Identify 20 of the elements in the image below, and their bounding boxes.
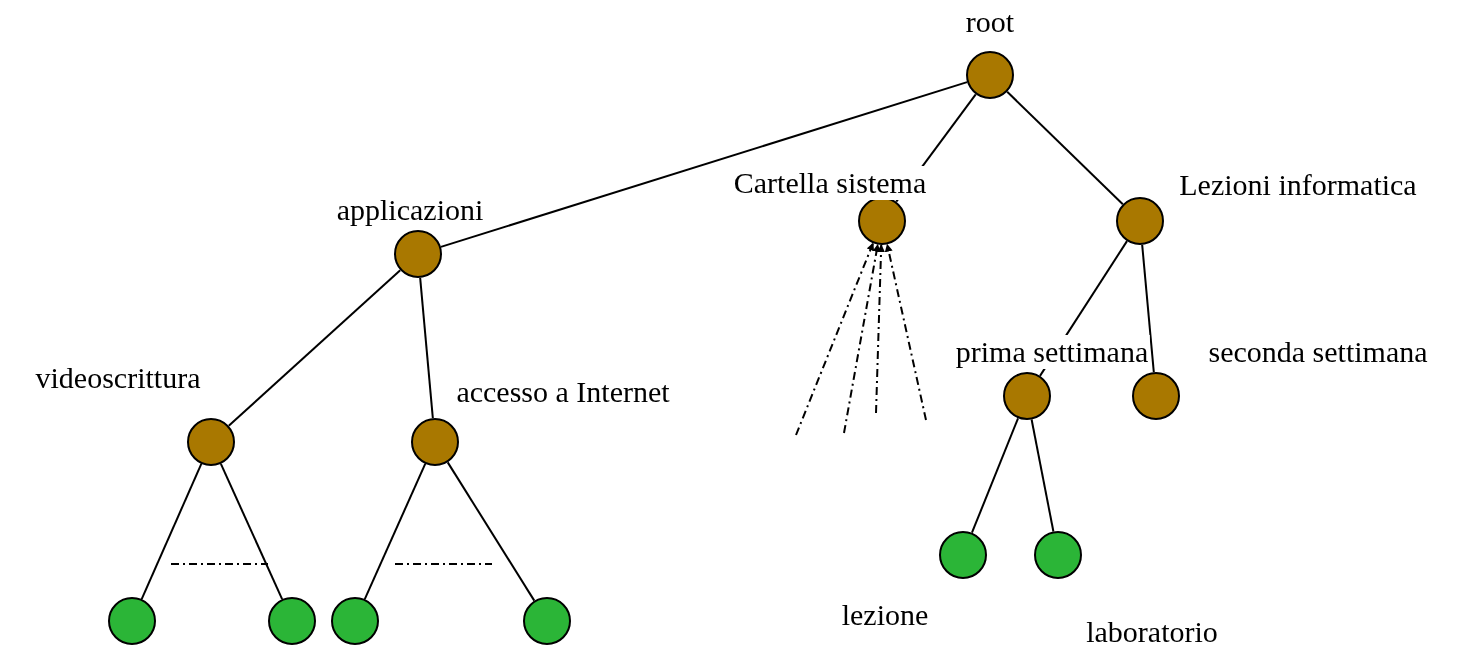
connector-line	[1030, 418, 1055, 533]
leaf-circle	[268, 597, 316, 645]
connector-line	[140, 462, 203, 601]
connector-line	[363, 462, 427, 601]
leaf-circle	[108, 597, 156, 645]
connector-line	[227, 269, 402, 427]
leaf-circle	[523, 597, 571, 645]
connector-line	[1006, 90, 1124, 206]
leaf-circle	[331, 597, 379, 645]
connector-line	[446, 461, 536, 602]
connector-line	[419, 276, 434, 420]
connector-line	[1141, 243, 1155, 374]
dash-dot-line	[884, 243, 927, 421]
dash-dot-line	[795, 242, 875, 436]
dash-dot-line	[875, 244, 885, 414]
dash-dot-line	[843, 243, 881, 434]
connector-line	[439, 81, 969, 248]
connector-line	[970, 417, 1020, 534]
connector-line	[219, 462, 284, 601]
node-label: prima settimana	[953, 335, 1151, 369]
